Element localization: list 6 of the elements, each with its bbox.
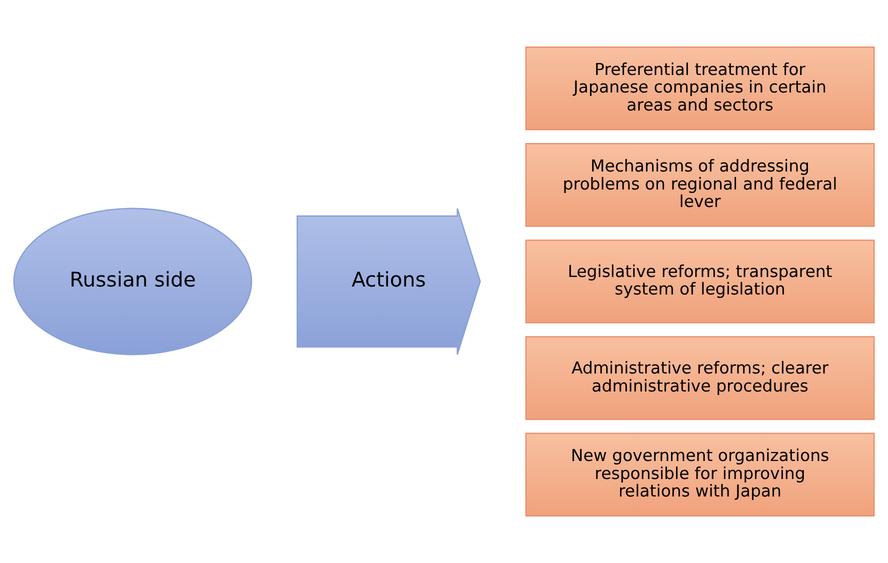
node-ellipse: Russian side [13,208,252,356]
node-box: Legislative reforms; transparent system of legislation [525,240,875,324]
node-box: Administrative reforms; clearer administrative procedures [525,336,875,420]
node-box: Preferential treatment for Japanese companies in certain areas and sectors [525,46,875,130]
node-box: New government organizations responsible for improving relations with Japan [525,432,875,517]
node-box: Mechanisms of addressing problems on regional and federal lever [525,143,875,227]
